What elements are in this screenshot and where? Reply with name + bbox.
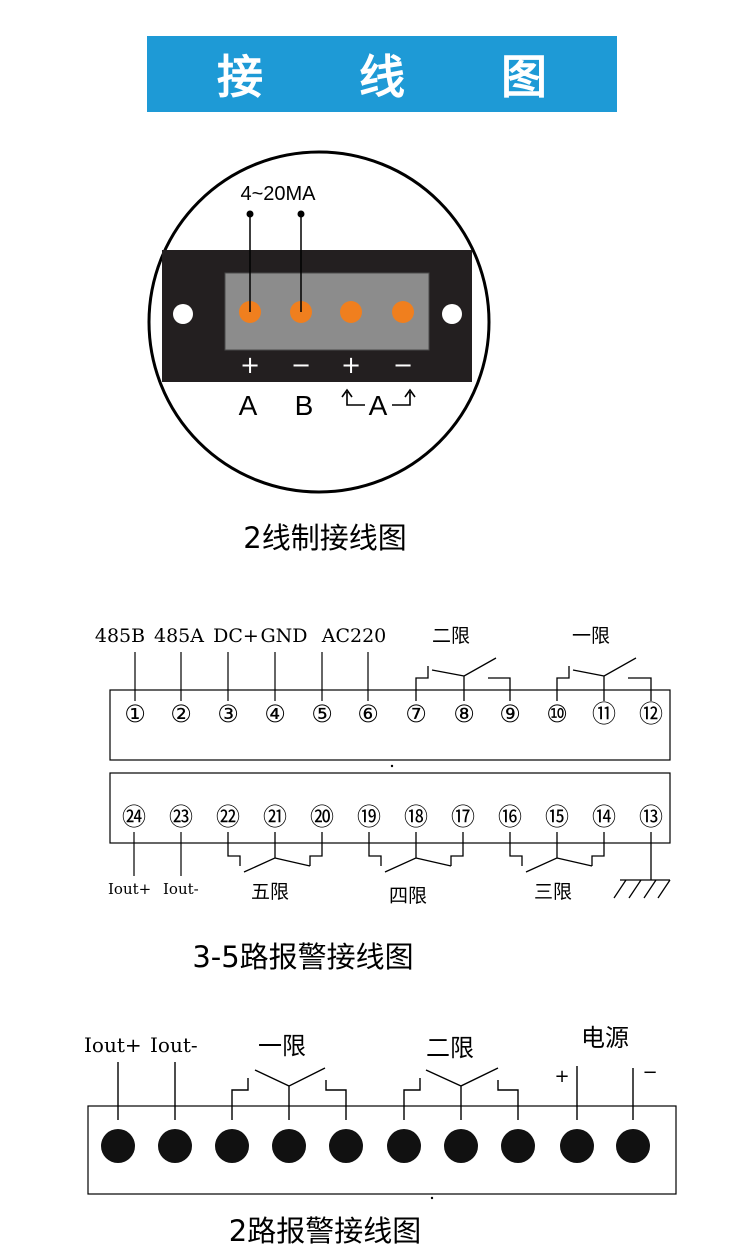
terminal-num: ⑱ <box>404 803 428 831</box>
terminal-dot <box>340 301 362 323</box>
terminal-dot <box>272 1129 306 1163</box>
top-strip <box>109 689 671 761</box>
label-iout-minus: Iout- <box>163 880 199 898</box>
label-485b: 485B <box>95 625 145 647</box>
two-wire-diagram: 4~20MA + − + − A B A 2线制接线图 <box>147 150 491 555</box>
terminal-num: ㉒ <box>216 803 240 831</box>
terminal-num: ② <box>170 700 192 728</box>
terminal-dot <box>158 1129 192 1163</box>
arrow-right-icon <box>392 388 416 406</box>
terminal-dot <box>616 1129 650 1163</box>
terminal-outline <box>224 272 430 351</box>
label-limit-1: 一限 <box>258 1032 306 1060</box>
label-power-plus: + <box>554 1066 569 1087</box>
terminal-3 <box>327 273 377 350</box>
alarm35-diagram: 485B 485A DC+ GND AC220 二限 一限 ① ② ③ ④ ⑤ … <box>95 625 671 974</box>
relay-limit-2 <box>415 657 511 701</box>
label-485a: 485A <box>154 625 204 647</box>
terminal-num: ⑮ <box>545 803 569 831</box>
signal-label: 4~20MA <box>240 183 316 205</box>
terminal-num: ㉑ <box>263 803 287 831</box>
label-iout-plus: Iout+ <box>84 1033 142 1057</box>
terminal-num: ⑳ <box>310 803 334 831</box>
relay-limit-1 <box>231 1067 347 1120</box>
terminal-dot <box>444 1129 478 1163</box>
relay-limit-3 <box>509 832 605 873</box>
terminal-num: ① <box>124 700 146 728</box>
mount-hole-right <box>442 304 462 324</box>
label-ac220: AC220 <box>321 625 387 647</box>
terminal-dot <box>560 1129 594 1163</box>
label-dc: DC+ <box>213 625 259 647</box>
sign-4: − <box>393 351 413 379</box>
terminal-num: ③ <box>217 700 239 728</box>
terminal-dot <box>215 1129 249 1163</box>
ground-icon <box>613 832 671 899</box>
alarm35-caption: 3-5路报警接线图 <box>192 940 413 974</box>
label-gnd: GND <box>260 625 307 647</box>
terminal-num: ⑬ <box>639 803 663 831</box>
divider-dot <box>430 1196 434 1200</box>
terminal-num: ⑲ <box>357 803 381 831</box>
terminal-dot <box>101 1129 135 1163</box>
divider-dot <box>390 764 394 768</box>
terminal-4 <box>377 273 429 350</box>
alarm2-diagram: Iout+ Iout- 一限 二限 电源 + − 2路 <box>84 1024 677 1248</box>
terminal-dot <box>387 1129 421 1163</box>
terminal-num: ㉓ <box>169 803 193 831</box>
arrow-left-icon <box>341 388 365 406</box>
terminal-num: ㉔ <box>122 803 146 831</box>
wire-b-end <box>297 210 305 218</box>
mount-hole-left <box>173 304 193 324</box>
terminal-num: ④ <box>264 700 286 728</box>
terminal-num: ⑤ <box>311 700 333 728</box>
terminal-num: ⑰ <box>451 803 475 831</box>
terminal-num: ⑫ <box>639 700 663 728</box>
wire-a-end <box>246 210 254 218</box>
label-iout-plus: Iout+ <box>108 880 151 898</box>
relay-limit-1 <box>556 657 652 701</box>
banner: 接 线 图 <box>147 36 617 112</box>
terminal-num: ⑩ <box>546 700 568 728</box>
relay-limit-4 <box>368 832 464 873</box>
label-power: 电源 <box>581 1024 629 1052</box>
label-limit-2: 二限 <box>426 1034 474 1062</box>
label-limit-4: 四限 <box>389 885 427 907</box>
label-iout-minus: Iout- <box>150 1033 198 1057</box>
terminal-2 <box>277 273 327 350</box>
banner-title: 接 线 图 <box>216 50 588 104</box>
alarm2-caption: 2路报警接线图 <box>229 1214 421 1248</box>
label-power-minus: − <box>642 1062 657 1083</box>
label-limit-2: 二限 <box>432 625 470 647</box>
sign-2: − <box>291 351 311 379</box>
alarm2-strip <box>87 1105 677 1195</box>
label-limit-1: 一限 <box>572 625 610 647</box>
terminal-num: ⑦ <box>405 700 427 728</box>
terminal-num: ⑧ <box>453 700 475 728</box>
relay-limit-5 <box>227 832 323 873</box>
label-b: B <box>295 390 314 421</box>
terminal-num: ⑭ <box>592 803 616 831</box>
relay-limit-2 <box>403 1067 519 1120</box>
label-a: A <box>239 390 258 421</box>
label-limit-5: 五限 <box>251 881 289 903</box>
label-a-ac: A <box>369 390 388 421</box>
sign-1: + <box>240 351 260 379</box>
terminal-dot <box>329 1129 363 1163</box>
terminal-num: ⑪ <box>592 700 616 728</box>
two-wire-caption: 2线制接线图 <box>243 521 406 555</box>
terminal-1 <box>225 273 277 350</box>
terminal-dot <box>392 301 414 323</box>
bottom-strip <box>109 772 671 844</box>
terminal-num: ⑯ <box>498 803 522 831</box>
label-limit-3: 三限 <box>534 881 572 903</box>
sign-3: + <box>341 351 361 379</box>
terminal-dot <box>501 1129 535 1163</box>
terminal-num: ⑨ <box>499 700 521 728</box>
terminal-num: ⑥ <box>357 700 379 728</box>
